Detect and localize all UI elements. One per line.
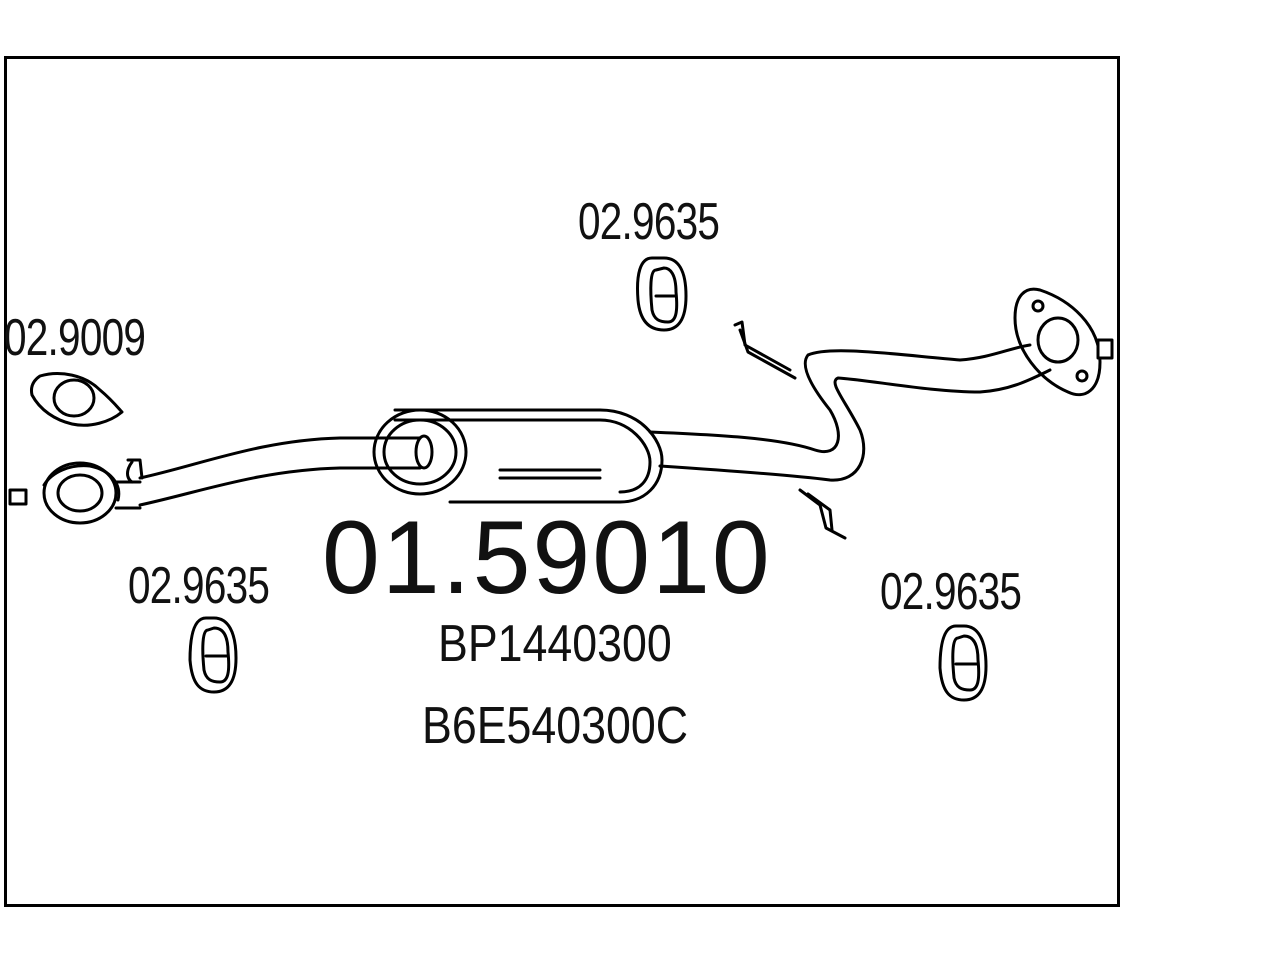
bracket-top-2	[738, 328, 797, 380]
oem-number-2: B6E540300C	[422, 697, 689, 755]
pipe-joint	[414, 434, 434, 470]
gasket-part	[30, 372, 124, 427]
mid-pipe-bottom	[658, 368, 1052, 482]
hanger-right-part	[938, 624, 988, 702]
main-part-number: 01.59010	[322, 500, 772, 616]
pipe-end-cap	[8, 488, 28, 506]
diagram-frame	[4, 56, 1120, 907]
muffler-body	[372, 408, 664, 504]
front-flange	[42, 458, 144, 525]
oem-number-1: BP1440300	[438, 615, 672, 673]
bracket-top	[733, 320, 792, 372]
mid-pipe-top	[648, 343, 1032, 454]
gasket-part-number: 02.9009	[4, 309, 146, 367]
hanger-left-part-number: 02.9635	[128, 557, 270, 615]
front-pipe-top	[138, 436, 422, 480]
front-pipe-bottom	[138, 466, 422, 507]
bracket-bottom-2	[806, 492, 834, 532]
hanger-left-part	[188, 616, 238, 694]
bracket-bottom	[798, 488, 847, 540]
hanger-top-part-number: 02.9635	[578, 193, 720, 251]
rear-flange	[1013, 287, 1114, 397]
hanger-right-part-number: 02.9635	[880, 563, 1022, 621]
hanger-top-part	[636, 256, 688, 332]
